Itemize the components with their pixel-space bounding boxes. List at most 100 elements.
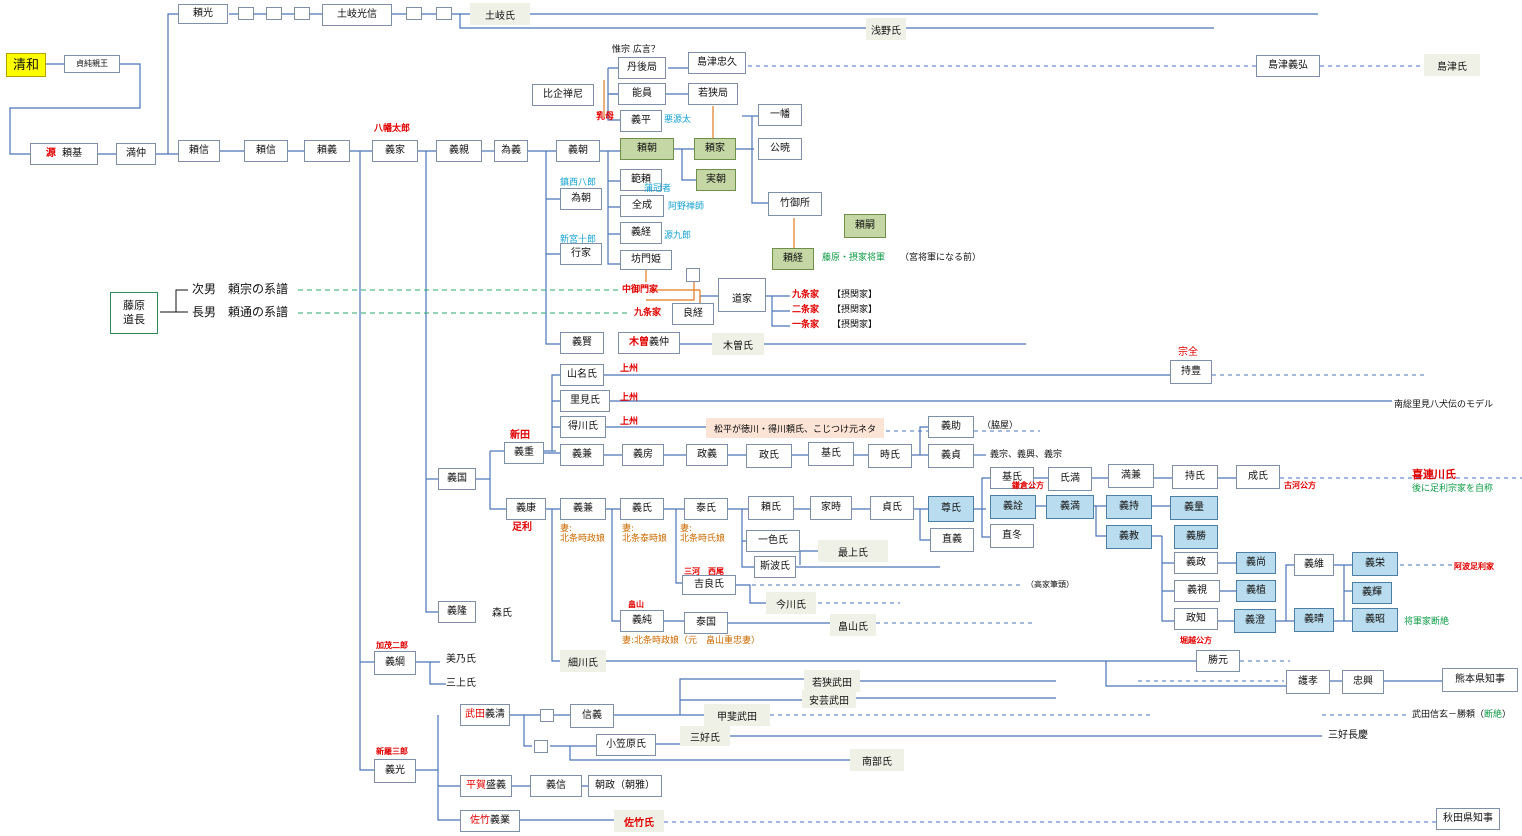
node-yoshitane[interactable]: 義植 [1236,580,1276,602]
node-hiki-ama[interactable]: 比企禅尼 [532,84,594,106]
node-hatakeyama[interactable]: 畠山氏 [830,614,876,636]
node-kiso-shi[interactable]: 木曽氏 [712,333,764,355]
node-akita[interactable]: 秋田県知事 [1436,808,1500,830]
node-motouji[interactable]: 基氏 [808,442,854,466]
node-yoshiyasu[interactable]: 義康 [506,498,546,520]
node-yoshikane-n[interactable]: 義兼 [560,444,604,466]
node-zenjo[interactable]: 全成 [620,195,664,217]
node-yorimitsu[interactable]: 頼光 [178,4,228,24]
node-tadayoshi[interactable]: 直義 [930,528,974,552]
node-yoshimitsu-s[interactable]: 義光 [374,759,416,783]
node-tokugawa[interactable]: 得川氏 [560,416,606,438]
node-tango-tsubone[interactable]: 丹後局 [618,57,666,79]
node-yoshikane-a[interactable]: 義兼 [560,498,606,520]
node-yoshiuji[interactable]: 義氏 [620,498,664,520]
node-seiwa[interactable]: 清和 [6,53,46,77]
node-yoriie[interactable]: 頼家 [694,138,736,160]
node-kugyo[interactable]: 公暁 [758,138,802,160]
node-yoshimitsu[interactable]: 義満 [1046,495,1094,519]
node-tameyoshi[interactable]: 為義 [494,140,528,162]
node-yoritomo[interactable]: 頼朝 [620,138,674,160]
node-ujimitsu[interactable]: 氏満 [1048,467,1092,491]
node-moriyoshi[interactable]: 平賀盛義 [460,775,512,797]
node-tomomasa[interactable]: 朝政（朝雅） [588,775,662,797]
node-wakasa-takeda[interactable]: 若狭武田 [804,670,860,692]
node-mogami[interactable]: 最上氏 [818,540,888,562]
node-kai-takeda[interactable]: 甲斐武田 [704,704,770,726]
node-tomouji[interactable]: 時氏 [868,444,912,468]
node-yoshimi[interactable]: 義視 [1174,580,1220,602]
node-shiba[interactable]: 斯波氏 [754,556,796,578]
node-yoshifusa[interactable]: 義房 [622,444,664,466]
node-yoshizumi-h[interactable]: 義純 [620,610,664,632]
node-mitsunaka[interactable]: 満仲 [116,143,156,165]
node-yoshitomo[interactable]: 義朝 [556,140,600,162]
node-nou-in[interactable]: 能員 [618,83,666,105]
node-yoshihira[interactable]: 義平 [620,110,662,132]
node-yoshiharu[interactable]: 義晴 [1294,608,1334,632]
node-yoshisada[interactable]: 義貞 [928,444,974,468]
node-yoshiaki[interactable]: 義昭 [1352,608,1398,632]
node-isshiki[interactable]: 一色氏 [746,530,800,552]
node-take-gosho[interactable]: 竹御所 [768,192,822,216]
node-nanbu[interactable]: 南部氏 [850,749,904,771]
node-sanetomo[interactable]: 実朝 [696,169,736,191]
node-yukiie[interactable]: 行家 [560,243,602,265]
node-sadauji[interactable]: 貞氏 [870,496,914,520]
node-ichiman[interactable]: 一幡 [758,104,802,126]
node-nobuyoshi[interactable]: 信義 [570,704,614,728]
node-yoshiie[interactable]: 義家 [372,140,418,162]
node-yasukuni[interactable]: 泰国 [684,612,728,634]
node-tametomo[interactable]: 為朝 [560,188,602,210]
node-yoshitsune2[interactable]: 良経 [672,303,714,325]
node-michiie[interactable]: 道家 [718,278,766,312]
node-kiso-yoshinaka[interactable]: 木曽義仲 [618,332,680,354]
node-yoshiie-top[interactable]: 頼義 [304,140,350,162]
node-shimazu-tadahisa[interactable]: 島津忠久 [688,52,746,74]
node-yoriyoshi[interactable]: 頼信 [244,140,288,162]
node-noriyori[interactable]: 範頼 [620,169,662,191]
node-moritaka[interactable]: 護孝 [1286,670,1330,694]
node-yoshitsune[interactable]: 義経 [620,222,662,244]
node-shigeuji[interactable]: 成氏 [1236,465,1280,489]
node-yoshikuni[interactable]: 義国 [438,468,476,490]
node-kira[interactable]: 吉良氏 [682,575,736,595]
node-masatomo[interactable]: 政知 [1174,608,1218,630]
node-yoshihisa[interactable]: 義尚 [1236,552,1276,574]
node-yorinobu[interactable]: 頼信 [178,140,220,162]
node-wakasa-tsubone[interactable]: 若狭局 [688,83,738,105]
node-yoshinobu-h[interactable]: 義信 [530,775,582,797]
node-tadaoki[interactable]: 忠興 [1342,670,1384,694]
node-yoshiakira[interactable]: 義詮 [990,495,1036,519]
node-mori-yoshitaka[interactable]: 義隆 [438,601,476,623]
node-ogasawara[interactable]: 小笠原氏 [596,734,656,756]
node-imagawa[interactable]: 今川氏 [766,592,816,614]
node-yoshiteru[interactable]: 義輝 [1352,582,1392,604]
node-mitsukane[interactable]: 満兼 [1108,464,1154,488]
node-yoshichika[interactable]: 義親 [436,140,482,162]
node-katsumoto[interactable]: 勝元 [1196,650,1240,672]
node-tadafuyu[interactable]: 直冬 [990,524,1034,548]
node-aki-takeda[interactable]: 安芸武田 [802,690,856,708]
node-yoshikiyo[interactable]: 武田義清 [460,704,510,726]
node-mochiuji[interactable]: 持氏 [1172,465,1218,489]
node-miyoshi[interactable]: 三好氏 [680,726,730,746]
node-motouji-k[interactable]: 基氏 [990,467,1034,489]
node-yoshishige[interactable]: 義重 [504,442,544,464]
node-kumamoto[interactable]: 熊本県知事 [1442,668,1518,692]
node-mochitoyo[interactable]: 持豊 [1170,360,1212,384]
node-satomi[interactable]: 里見氏 [560,390,610,412]
node-ietoki[interactable]: 家時 [810,496,852,520]
node-yoshikazu[interactable]: 義量 [1170,496,1218,520]
node-yoshinari[interactable]: 佐竹義業 [460,810,520,832]
node-yoshisuke[interactable]: 義助 [928,416,974,438]
node-yoshitsuna[interactable]: 義維 [1294,554,1334,576]
node-yorituji[interactable]: 頼氏 [748,496,794,520]
node-yoshikatsu[interactable]: 義勝 [1174,525,1218,549]
node-shimazu-shi[interactable]: 島津氏 [1424,54,1480,76]
node-bomon-hime[interactable]: 坊門姫 [620,250,672,270]
node-yoshizumi[interactable]: 義澄 [1234,609,1276,633]
node-hosokawa[interactable]: 細川氏 [560,650,606,672]
node-toki-mitsunobu[interactable]: 土岐光信 [322,4,392,26]
node-yoshitsuna2[interactable]: 義綱 [374,651,416,675]
